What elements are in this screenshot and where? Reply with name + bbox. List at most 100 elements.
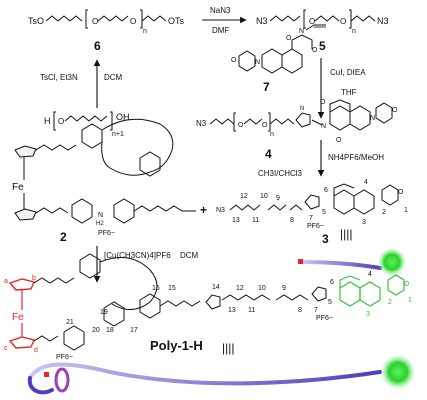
letter-c: c — [4, 345, 8, 352]
n-2: N — [98, 212, 103, 219]
alkyne-chain-2 — [133, 205, 196, 212]
chain-5-mid — [314, 15, 340, 22]
cartoon-3: |||| — [298, 227, 406, 276]
c3-atom-10: 10 — [260, 193, 268, 200]
naph-3a — [333, 189, 355, 215]
phenyl-poly-a — [63, 325, 85, 351]
compound-2-structure: Fe N H2 PF6− — [12, 118, 196, 237]
compound-5-label: 5 — [319, 39, 326, 53]
poly-atom-3: 3 — [366, 311, 370, 318]
compound-7-label: 7 — [263, 80, 270, 94]
n-morph-7: N — [255, 59, 260, 66]
poly-atom-18: 18 — [106, 327, 114, 334]
c3-atom-1: 1 — [404, 207, 408, 214]
chain-6-right — [141, 15, 167, 22]
poly-atom-numbers: 21 20 19 18 17 16 15 14 13 12 11 10 9 8 … — [66, 271, 412, 334]
o-imide-7b: O — [312, 47, 318, 54]
diol-structure: H O n+1 OH — [44, 111, 130, 138]
chain-2-bottom — [35, 207, 69, 214]
poly-atom-21: 21 — [66, 319, 74, 326]
o-6-b: O — [130, 17, 136, 26]
triazole-4 — [295, 112, 311, 128]
o-imide-4a: O — [320, 99, 326, 106]
reagent-tscl: TsCl, Et3N — [40, 73, 78, 82]
poly-atom-12: 12 — [236, 285, 244, 292]
chain-poly-e — [275, 294, 309, 301]
naph-ring-7b — [281, 48, 303, 74]
poly-atom-14: 14 — [212, 284, 220, 291]
compound-3-structure: N3 O PF6− — [216, 183, 404, 230]
bracket-5-right — [349, 9, 352, 29]
c3-atom-3: 3 — [362, 219, 366, 226]
poly-atom-9: 9 — [282, 285, 286, 292]
morph-4 — [375, 102, 393, 124]
poly-structure: Fe O PF6− PF6− — [8, 253, 410, 361]
cp-bottom-poly — [8, 336, 35, 349]
chain-6-mid — [97, 15, 129, 22]
naph-3b — [353, 189, 375, 215]
morpholine-7 — [238, 50, 256, 72]
c3-atom-9: 9 — [276, 195, 280, 202]
alkyne-7 — [305, 24, 326, 31]
naph-4a — [329, 105, 351, 131]
reagent-cu-cat: [Cu(CH3CN)4]PF6 — [104, 251, 171, 260]
poly-atom-1: 1 — [408, 297, 412, 304]
poly-atom-20: 20 — [92, 327, 100, 334]
poly-atom-19: 19 — [100, 309, 108, 316]
imide-7 — [291, 34, 313, 49]
stopper-cartoon-poly — [381, 355, 415, 389]
reagent-nan3: NaN3 — [210, 6, 231, 15]
compound-2-label: 2 — [60, 230, 67, 244]
ester-chain-2 — [35, 144, 77, 151]
n-imide-4: N — [321, 123, 326, 130]
fe-poly: Fe — [12, 312, 24, 323]
o-6-a: O — [92, 17, 98, 26]
n-4: n — [270, 131, 274, 138]
axle-cartoon-3 — [300, 260, 382, 270]
cp-ring-top-2 — [14, 145, 37, 158]
benzo-poly-a — [79, 253, 101, 279]
crown-poly — [99, 257, 158, 310]
benzo-poly-b — [103, 301, 125, 327]
chain-diol — [64, 115, 108, 122]
cp-top-poly — [8, 278, 35, 291]
n-imide-7: N — [299, 28, 304, 35]
o-imide-4b: O — [336, 137, 342, 144]
n3-5-left: N3 — [256, 16, 268, 26]
axle-loop-poly — [27, 376, 54, 395]
c3-atom-6: 6 — [324, 187, 328, 194]
ts-right-label: OTs — [168, 16, 185, 26]
chain-6-left — [45, 15, 83, 22]
n-5: n — [352, 28, 356, 35]
reagent-dcm-click: DCM — [180, 251, 199, 260]
letter-a: a — [4, 278, 8, 285]
compound-4-structure: N3 O O n N N O O N O — [196, 99, 398, 144]
stopper-cartoon-3 — [378, 248, 406, 276]
chain-poly-bottom — [33, 335, 59, 342]
c3-atom-2: 2 — [382, 209, 386, 216]
chain-poly-c — [159, 300, 201, 307]
poly-atom-10: 10 — [258, 285, 266, 292]
compound-4-label: 4 — [265, 147, 272, 161]
plus-sign: + — [200, 203, 207, 217]
pf6-poly-a: PF6− — [56, 354, 73, 361]
reagent-ch3i: CH3I/CHCl3 — [258, 169, 303, 178]
chain-3-c — [289, 204, 303, 211]
n3-5-right: N3 — [377, 16, 389, 26]
poly-atom-2: 2 — [388, 299, 392, 306]
n3-3: N3 — [216, 207, 225, 214]
triazole-poly-a — [205, 294, 221, 310]
compound-5-structure: N3 O O n N3 — [256, 9, 389, 35]
compound-7-structure: O N O O N — [231, 24, 326, 74]
n-morph-4: N — [370, 115, 375, 122]
pf6-poly-b: PF6− — [316, 315, 333, 322]
chain-5-right — [350, 15, 376, 22]
chain-5-left — [269, 15, 301, 22]
chain-4-a — [209, 118, 235, 125]
chain-3-b — [267, 204, 287, 211]
bracket-4-right — [268, 112, 271, 132]
o-4-b: O — [262, 122, 268, 129]
naph-poly-b — [359, 281, 381, 307]
o-4-a: O — [238, 122, 244, 129]
poly-atom-5: 5 — [328, 299, 332, 306]
